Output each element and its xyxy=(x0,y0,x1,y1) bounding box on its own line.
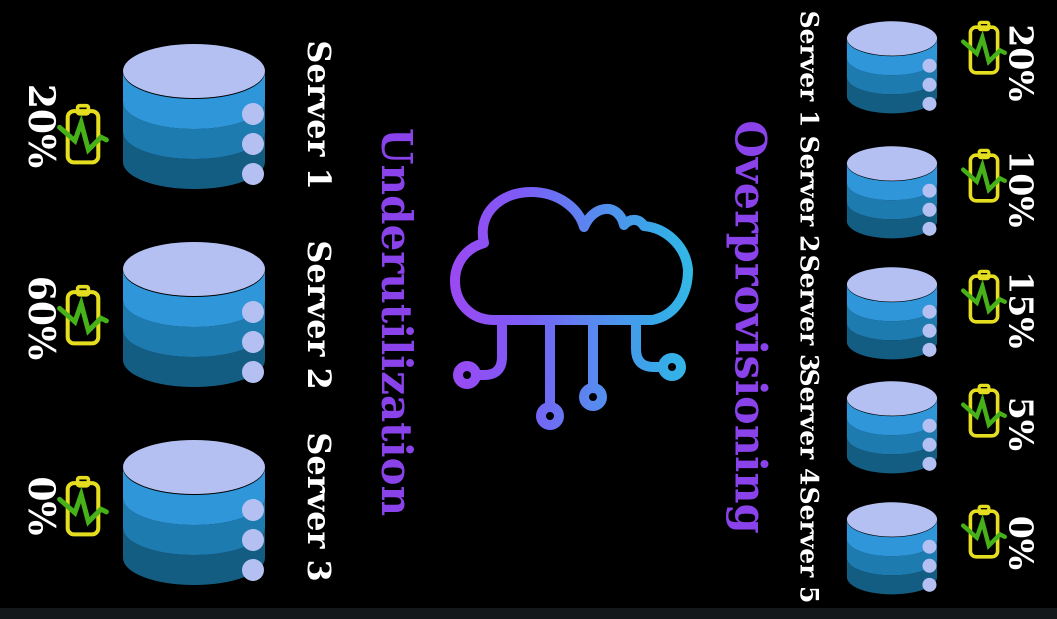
battery-percent-label: 5% xyxy=(1001,396,1041,452)
database-server-icon xyxy=(123,440,265,585)
database-server-icon xyxy=(846,146,938,239)
battery-percent-label: 15% xyxy=(1001,271,1041,349)
server-label: Server 3 xyxy=(794,254,824,372)
underutilization-title: Underutilization xyxy=(372,127,421,517)
server-label: Server 1 xyxy=(300,40,338,190)
server-label: Server 5 xyxy=(794,486,824,604)
database-server-icon xyxy=(846,267,938,360)
battery-charging-icon xyxy=(56,474,110,539)
server-label: Server 4 xyxy=(794,368,824,486)
server-label: Server 1 xyxy=(794,10,824,128)
cloud-circuit-icon xyxy=(450,187,693,430)
battery-percent-label: 60% xyxy=(20,275,62,361)
battery-percent-label: 20% xyxy=(20,83,62,169)
server-label: Server 3 xyxy=(300,432,338,582)
video-progress-bar[interactable] xyxy=(0,608,1057,619)
battery-charging-icon xyxy=(56,102,110,167)
overprovisioning-title: Overprovisioning xyxy=(724,120,775,534)
battery-percent-label: 10% xyxy=(1001,150,1041,228)
battery-percent-label: 0% xyxy=(1001,515,1041,571)
battery-charging-icon xyxy=(56,283,110,348)
battery-percent-label: 20% xyxy=(1001,24,1041,102)
battery-percent-label: 0% xyxy=(20,476,62,536)
database-server-icon xyxy=(123,44,265,189)
server-label: Server 2 xyxy=(794,135,824,253)
server-label: Server 2 xyxy=(300,240,338,390)
database-server-icon xyxy=(846,21,938,114)
database-server-icon xyxy=(846,502,938,595)
database-server-icon xyxy=(846,381,938,474)
database-server-icon xyxy=(123,242,265,387)
